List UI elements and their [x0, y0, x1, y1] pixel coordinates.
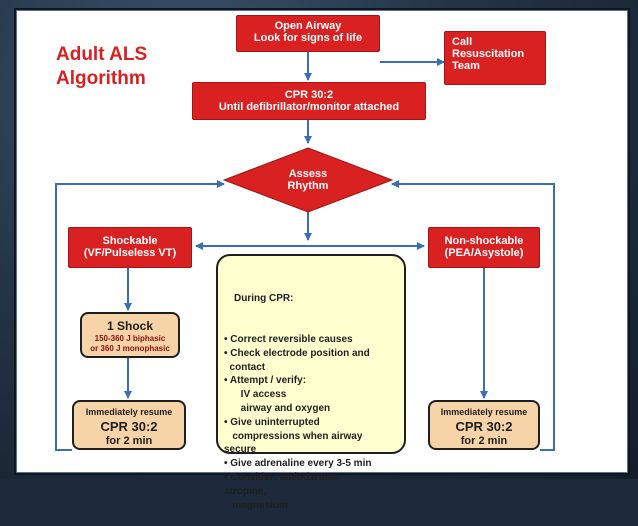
shock-box: 1 Shock 150-360 J biphasic or 360 J mono… — [80, 312, 180, 358]
open-airway-line1: Open Airway — [274, 20, 342, 32]
assess-label: Assess Rhythm — [258, 168, 358, 194]
during-cpr-line: atropine, — [224, 485, 267, 497]
during-cpr-line: compressions when airway — [224, 430, 363, 442]
shock-line2: 150-360 J biphasic — [94, 334, 166, 343]
open-airway-box: Open Airway Look for signs of life — [236, 15, 380, 52]
call-team-line2: Resuscitation — [452, 48, 525, 60]
open-airway-line2: Look for signs of life — [253, 32, 363, 44]
call-team-line1: Call — [452, 36, 473, 48]
title-line1: Adult ALS — [56, 44, 148, 65]
during-cpr-line: magnesium — [224, 499, 288, 511]
loop-right — [391, 180, 555, 451]
shock-line1: 1 Shock — [106, 319, 154, 333]
resume-left-line1: Immediately resume — [85, 407, 173, 417]
flow-connectors — [55, 52, 555, 451]
during-cpr-box: During CPR: • Correct reversible causes•… — [216, 254, 406, 511]
title-line2: Algorithm — [56, 68, 146, 89]
call-team-line3: Team — [452, 60, 480, 72]
during-cpr-heading: During CPR: — [234, 292, 294, 304]
during-cpr-line: • Attempt / verify: — [224, 375, 307, 387]
resume-left-line3: for 2 min — [105, 435, 153, 447]
resume-right-line1: Immediately resume — [440, 407, 528, 417]
during-cpr-line: • Correct reversible causes — [224, 333, 353, 345]
assess-line1: Assess — [288, 168, 328, 180]
call-team-box: Call Resuscitation Team — [444, 31, 546, 85]
during-cpr-line: • Give uninterrupted — [224, 416, 320, 428]
shockable-box: Shockable (VF/Pulseless VT) — [68, 227, 192, 268]
during-cpr-list: • Correct reversible causes • Check elect… — [224, 333, 404, 512]
during-cpr-line: IV access — [224, 389, 287, 401]
nonshockable-box: Non-shockable (PEA/Asystole) — [428, 227, 540, 268]
shockable-line2: (VF/Pulseless VT) — [83, 247, 177, 259]
cpr-initial-line2: Until defibrillator/monitor attached — [218, 101, 400, 113]
cpr-initial-line1: CPR 30:2 — [284, 89, 334, 101]
diagram-title: Adult ALS Algorithm — [56, 43, 147, 91]
during-cpr-line: airway and oxygen — [224, 402, 331, 414]
resume-right-line3: for 2 min — [460, 435, 508, 447]
shock-line3: or 360 J monophasic — [90, 344, 170, 353]
nonshockable-line2: (PEA/Asystole) — [444, 247, 524, 259]
cpr-initial-box: CPR 30:2 Until defibrillator/monitor att… — [192, 82, 426, 120]
loop-left — [55, 180, 225, 451]
during-cpr-line: • Check electrode position and — [224, 347, 370, 359]
resume-left-line2: CPR 30:2 — [100, 419, 158, 434]
during-cpr-line: • Give adrenaline every 3-5 min — [224, 458, 372, 470]
resume-right-box: Immediately resume CPR 30:2 for 2 min — [428, 400, 540, 450]
assess-line2: Rhythm — [287, 180, 329, 192]
assess-diamond — [222, 147, 394, 213]
resume-right-line2: CPR 30:2 — [455, 419, 513, 434]
during-cpr-line: secure — [224, 444, 257, 456]
during-cpr-line: contact — [224, 361, 266, 373]
shockable-line1: Shockable — [102, 235, 158, 247]
nonshockable-line1: Non-shockable — [444, 235, 524, 247]
resume-left-box: Immediately resume CPR 30:2 for 2 min — [72, 400, 186, 450]
during-cpr-line: • Consider: amiodarone, — [224, 471, 340, 483]
